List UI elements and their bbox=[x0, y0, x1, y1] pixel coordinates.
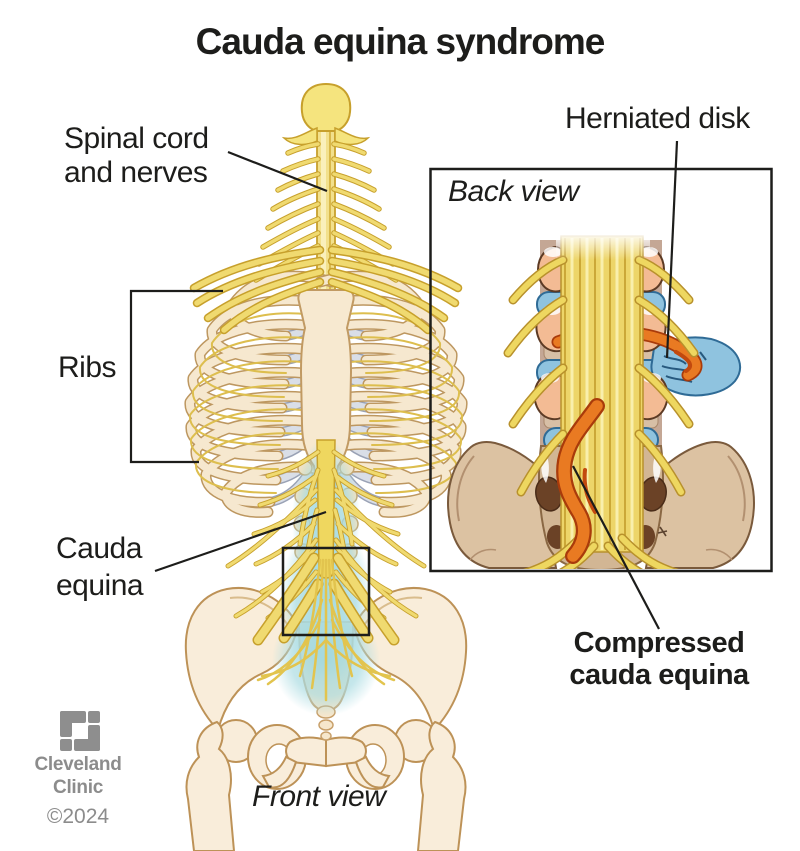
back-view-caption: Back view bbox=[448, 175, 579, 208]
ribs-label: Ribs bbox=[58, 351, 117, 384]
back-view-inset bbox=[447, 232, 755, 569]
page-title: Cauda equina syndrome bbox=[195, 21, 606, 62]
leader-lines bbox=[129, 140, 679, 630]
inset-border bbox=[429, 167, 773, 573]
copyright: ©2024 bbox=[46, 805, 110, 828]
spinal-cord-label: Spinal cord and nerves bbox=[64, 122, 209, 189]
cauda-equina-label: Cauda equina bbox=[56, 532, 144, 602]
compressed-cauda-label: Compressed cauda equina bbox=[569, 627, 749, 691]
cleveland-clinic-logo-icon bbox=[60, 711, 100, 751]
spinal-cord-leader bbox=[227, 150, 328, 193]
cauda-equina-cord bbox=[316, 439, 336, 579]
front-view-caption: Front view bbox=[252, 780, 386, 813]
compressed-leader bbox=[572, 465, 660, 630]
cauda-equina-leader bbox=[154, 510, 327, 573]
herniated-disk-label: Herniated disk bbox=[565, 102, 750, 135]
brand-name: Cleveland Clinic bbox=[34, 754, 122, 798]
bone-texture-mark bbox=[657, 526, 668, 537]
cauda-strands bbox=[256, 558, 396, 702]
ribs-bracket bbox=[129, 289, 223, 464]
cauda-highlight-box bbox=[281, 546, 371, 637]
herniated-disk-leader bbox=[665, 140, 679, 359]
bundle-top-fade bbox=[556, 232, 650, 260]
front-view-figure bbox=[186, 82, 466, 851]
